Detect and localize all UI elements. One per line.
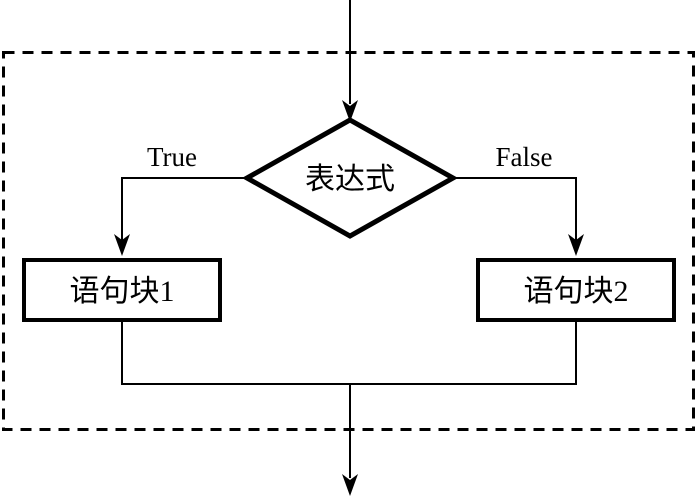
true-branch-label: True <box>147 142 197 172</box>
true-branch-arrowhead-icon <box>114 234 130 256</box>
statement-block-1-box <box>22 258 222 322</box>
statement-block-2-box <box>476 258 676 322</box>
false-branch-label: False <box>496 142 553 172</box>
false-branch-arrowhead-icon <box>568 234 584 256</box>
false-branch-line <box>453 177 577 240</box>
exit-arrowhead-icon <box>342 474 358 496</box>
decision-diamond <box>241 117 459 239</box>
decision-label: 表达式 <box>305 163 395 196</box>
true-branch-line <box>121 177 247 240</box>
dashed-boundary <box>2 51 695 431</box>
statement-block-1-label: 语句块1 <box>70 275 175 308</box>
entry-arrowhead-icon <box>342 100 358 122</box>
statement-block-2-label: 语句块2 <box>524 275 629 308</box>
